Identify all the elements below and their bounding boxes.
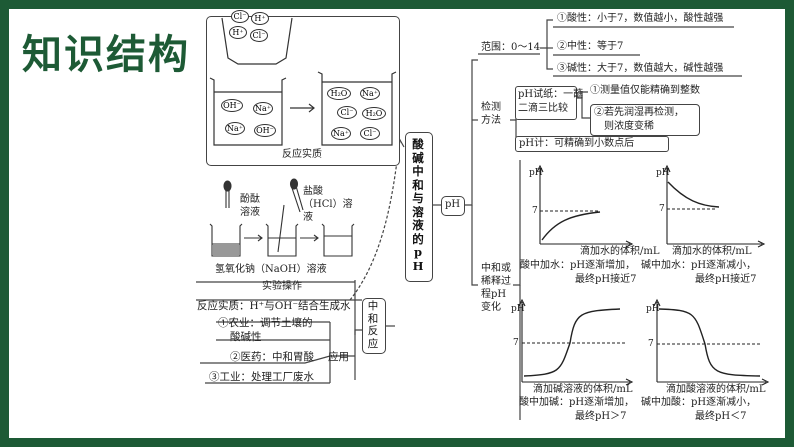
graph4-curve — [658, 308, 761, 377]
graph1-curve — [541, 211, 601, 241]
graph4-cap1: 碱中加酸：pH逐渐减小， — [641, 397, 757, 408]
graph2-cap1: 碱中加水：pH逐渐减小， — [641, 260, 757, 271]
graph3-curve — [523, 308, 621, 377]
ion-cl: Cl⁻ — [250, 29, 268, 42]
industry-item: ③工业：处理工厂废水 — [209, 371, 314, 383]
ion-h2o: H₂O — [327, 87, 351, 100]
ion-na: Na⁺ — [225, 122, 245, 135]
ion-cl: Cl⁻ — [360, 127, 380, 140]
agriculture-item-2: 酸碱性 — [230, 331, 262, 343]
reaction-essence-label: 反应实质 — [282, 149, 322, 160]
ion-h: H⁺ — [251, 12, 269, 25]
ion-na: Na⁺ — [253, 102, 273, 115]
graph1-cap2: 最终pH接近7 — [575, 274, 637, 285]
graph4-ylabel: pH — [646, 304, 660, 314]
graph1-mark: 7 — [532, 206, 538, 216]
paper-note-2a: ②若先润湿再检测， — [594, 107, 684, 118]
paper-note-1: ①测量值仅能精确到整数 — [590, 85, 700, 96]
medicine-item: ②医药：中和胃酸 — [230, 351, 314, 363]
ph-paper-box — [515, 86, 577, 120]
ph-meter: pH计：可精确到小数点后 — [519, 138, 635, 149]
ion-na: Na⁺ — [360, 87, 380, 100]
graph3-axes — [518, 298, 634, 386]
essence-item: 反应实质：H⁺与OH⁻结合生成水 — [197, 300, 351, 312]
graph3-cap1: 酸中加碱：pH逐渐增加， — [519, 397, 635, 408]
range-neutral: ②中性：等于7 — [557, 41, 624, 52]
range-acid: ①酸性：小于7，数值越小，酸性越强 — [557, 13, 724, 24]
graph1-ylabel: pH — [529, 168, 543, 178]
graph4-axes — [653, 298, 770, 386]
neutralization-box — [362, 298, 386, 354]
center-topic-box — [405, 132, 433, 282]
ph-node-box — [441, 196, 465, 216]
ph-node: pH — [445, 199, 461, 210]
ph-meter-box — [515, 136, 669, 152]
graph2-cap2: 最终pH接近7 — [695, 274, 757, 285]
ion-oh: OH⁻ — [254, 124, 276, 137]
dilute-label: 中和或稀释过程pH变化 — [481, 263, 511, 313]
paper-note-2b: 则浓度变稀 — [604, 121, 654, 132]
graph2-mark: 7 — [659, 204, 665, 214]
ion-na: Na⁺ — [331, 127, 351, 140]
graph3-mark: 7 — [513, 338, 519, 348]
graph2-xlabel: 滴加水的体积/mL — [672, 246, 752, 257]
slide-title: 知识结构 — [22, 32, 190, 78]
neutralization-label: 中和反应 — [367, 300, 379, 350]
graph4-xlabel: 滴加酸溶液的体积/mL — [666, 384, 766, 395]
range-label: 范围：0～14 — [481, 42, 541, 53]
hcl-label: 盐酸（HCl）溶液 — [303, 186, 353, 223]
phenolphthalein-label: 酚酞溶液 — [240, 194, 260, 218]
graph4-cap2: 最终pH＜7 — [695, 411, 747, 422]
graph1-axes — [536, 164, 634, 248]
graph4-mark: 7 — [648, 339, 654, 349]
center-topic: 酸碱中和与溶液的pH — [412, 137, 424, 273]
naoh-label: 氢氧化钠（NaOH）溶液 — [215, 264, 327, 275]
graph2-ylabel: pH — [656, 168, 670, 178]
ph-paper-a: pH试纸：一蘸 — [518, 89, 584, 100]
range-base: ③碱性：大于7，数值越大，碱性越强 — [557, 63, 724, 74]
agriculture-item: ①农业：调节土壤的 — [218, 317, 313, 329]
graph2-axes — [663, 164, 766, 248]
ion-h: H⁺ — [229, 26, 247, 39]
ion-oh: OH⁻ — [221, 99, 243, 112]
graph3-xlabel: 滴加碱溶液的体积/mL — [533, 384, 633, 395]
paper-note-2-box — [590, 104, 700, 136]
graph1-cap1: 酸中加水：pH逐渐增加， — [520, 260, 636, 271]
ion-cl: Cl⁻ — [231, 10, 249, 23]
detect-label: 检测方法 — [481, 102, 501, 126]
graph1-xlabel: 滴加水的体积/mL — [580, 246, 660, 257]
graph2-curve — [667, 181, 720, 208]
ph-paper-b: 二滴三比较 — [518, 103, 568, 114]
ion-cl: Cl⁻ — [337, 106, 357, 119]
graph3-ylabel: pH — [511, 304, 525, 314]
operation-label: 实验操作 — [262, 281, 302, 292]
application-label: 应用 — [328, 351, 349, 363]
ion-h2o: H₂O — [362, 107, 386, 120]
graph3-cap2: 最终pH＞7 — [575, 411, 627, 422]
